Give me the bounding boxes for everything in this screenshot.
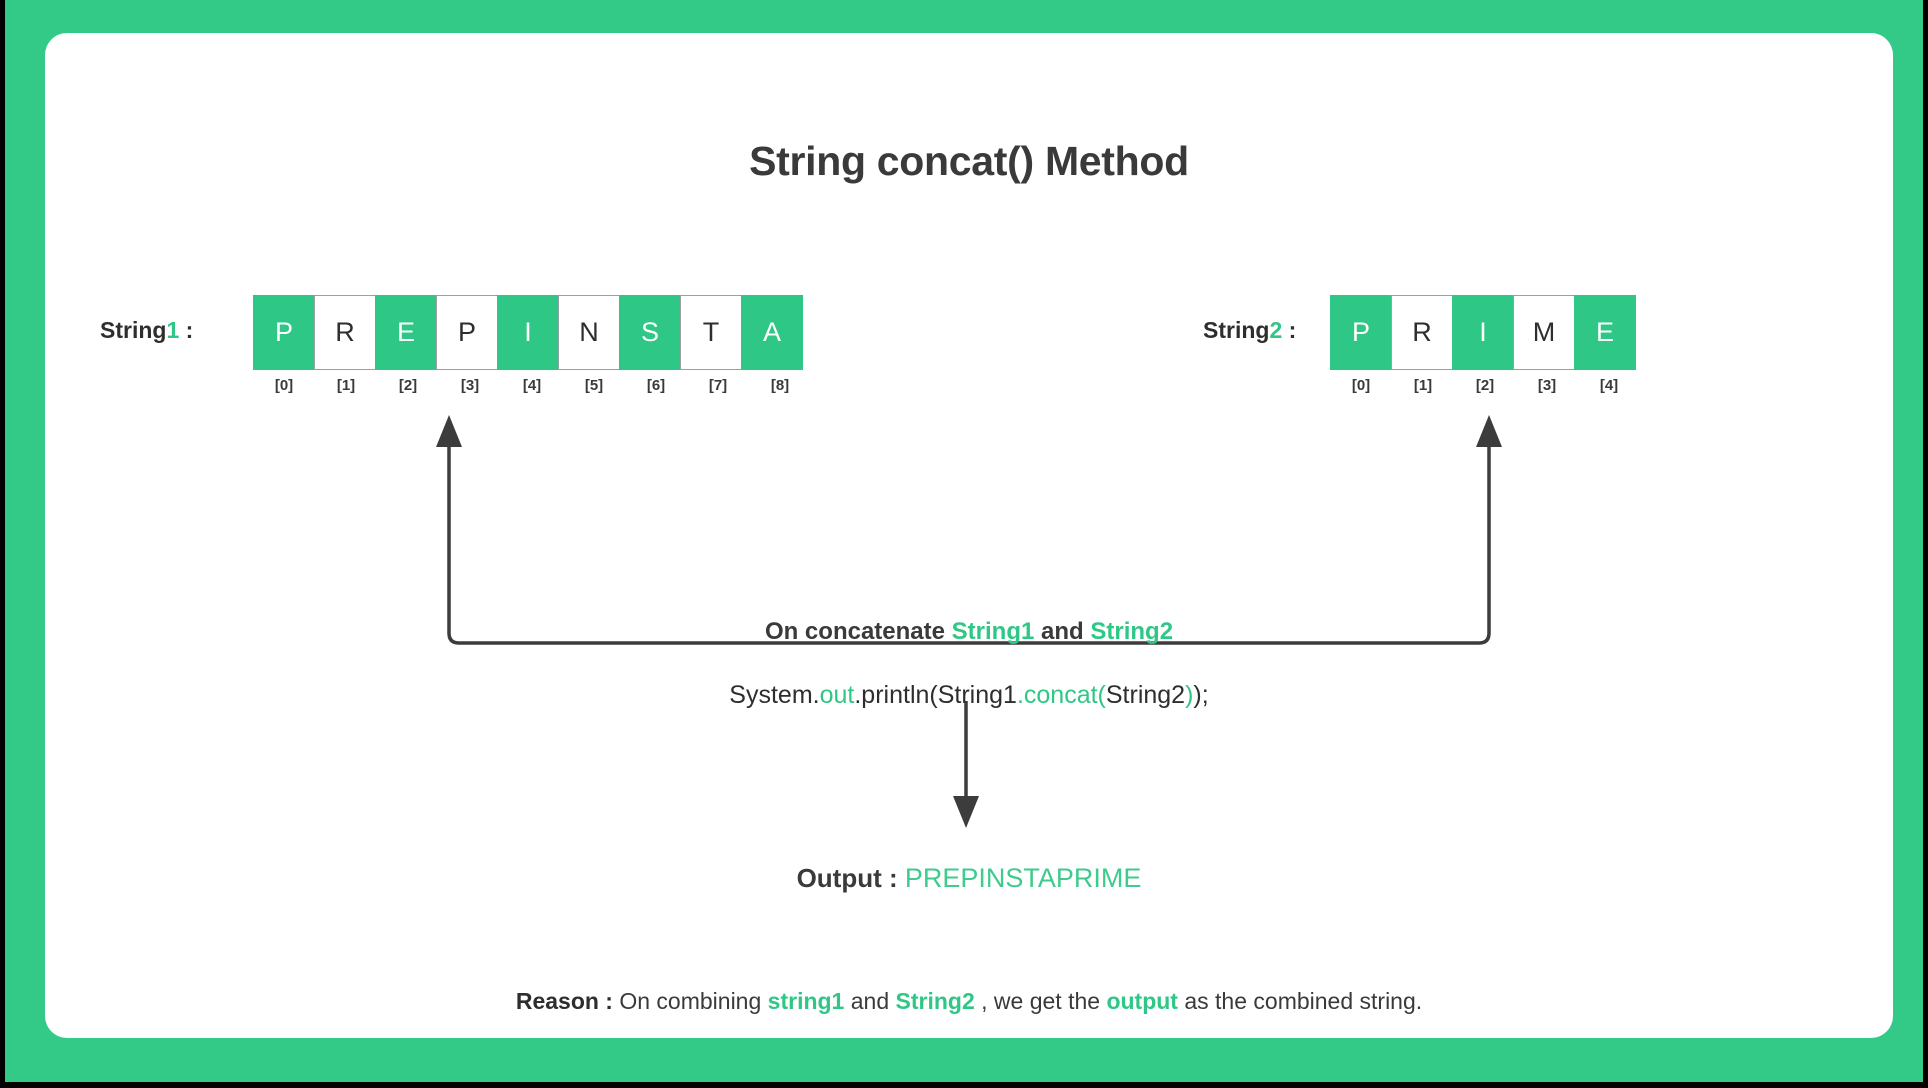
string2-index-3: [3] [1537, 377, 1557, 394]
string2-cell-3: M [1513, 295, 1575, 370]
string1-cell-6: S [619, 295, 681, 370]
string2-index-0: [0] [1351, 377, 1371, 394]
concat-note-text-2: and [1034, 618, 1091, 645]
page-title: String concat() Method [749, 138, 1189, 184]
string1-cell-5: N [558, 295, 620, 370]
concat-note: On concatenate String1 and String2 [45, 618, 1893, 646]
string2-cell-0: P [1330, 295, 1392, 370]
output-row: Output : PREPINSTAPRIME [45, 863, 1893, 894]
string2-cell-2: I [1452, 295, 1514, 370]
reason-text-2: and [844, 988, 896, 1014]
string2-label: String2 : [1203, 317, 1296, 344]
string1-index-4: [4] [522, 377, 542, 394]
string2-label-colon: : [1282, 317, 1297, 343]
code-part-1: System. [729, 681, 820, 709]
reason-text-1: On combining [619, 988, 768, 1014]
string1-index-1: [1] [336, 377, 356, 394]
string1-label-number: 1 [166, 317, 180, 343]
string1-cells: P R E P I N S T A [253, 295, 803, 370]
reason-text-3: , we get the [974, 988, 1107, 1014]
string1-cell-2: E [375, 295, 437, 370]
string2-index-1: [1] [1413, 377, 1433, 394]
string1-cell-0: P [253, 295, 315, 370]
string1-index-0: [0] [274, 377, 294, 394]
concat-note-text-1: On concatenate [764, 618, 952, 645]
string1-cell-1: R [314, 295, 376, 370]
reason-string2: String2 [895, 988, 975, 1014]
string1-label-name: String [100, 317, 167, 343]
code-close-paren: ) [1185, 681, 1194, 709]
string1-index-6: [6] [646, 377, 666, 394]
string1-index-3: [3] [460, 377, 480, 394]
code-statement: System.out.println(String1.concat(String… [45, 681, 1893, 710]
string2-label-name: String [1203, 317, 1270, 343]
string1-index-2: [2] [398, 377, 418, 394]
string1-label: String1 : [100, 317, 193, 344]
concat-bus-path [447, 431, 1491, 645]
string1-cell-3: P [436, 295, 498, 370]
concat-note-string2: String2 [1090, 618, 1174, 645]
content-card: String concat() Method String1 : P R E P… [45, 33, 1893, 1038]
output-value: PREPINSTAPRIME [904, 863, 1142, 893]
string1-label-colon: : [179, 317, 194, 343]
string2-index-2: [2] [1475, 377, 1495, 394]
string1-cell-7: T [680, 295, 742, 370]
code-out-keyword: out [819, 681, 855, 709]
reason-string1: string1 [767, 988, 845, 1014]
output-label: Output : [796, 863, 905, 893]
string1-index-7: [7] [708, 377, 728, 394]
left-arrowhead-icon [436, 415, 462, 447]
string2-index-4: [4] [1599, 377, 1619, 394]
reason-text-4: as the combined string. [1177, 988, 1423, 1014]
string1-index-8: [8] [770, 377, 790, 394]
green-border-frame: String concat() Method String1 : P R E P… [5, 0, 1923, 1082]
string2-indices: [0] [1] [2] [3] [4] [1330, 377, 1640, 394]
string1-cell-4: I [497, 295, 559, 370]
code-concat-keyword: .concat( [1016, 681, 1106, 709]
string1-cell-8: A [741, 295, 803, 370]
string1-indices: [0] [1] [2] [3] [4] [5] [6] [7] [8] [253, 377, 811, 394]
right-arrowhead-icon [1476, 415, 1502, 447]
output-arrowhead-icon [953, 796, 979, 828]
concat-note-string1: String1 [951, 618, 1035, 645]
reason-label: Reason : [515, 988, 620, 1014]
string1-index-5: [5] [584, 377, 604, 394]
string2-cell-4: E [1574, 295, 1636, 370]
code-part-4: ); [1193, 681, 1209, 709]
reason-row: Reason : On combining string1 and String… [45, 988, 1893, 1015]
code-part-2: .println(String1 [854, 681, 1017, 709]
reason-output: output [1106, 988, 1178, 1014]
string2-cells: P R I M E [1330, 295, 1636, 370]
code-part-3: String2 [1105, 681, 1186, 709]
string2-label-number: 2 [1269, 317, 1283, 343]
string2-cell-1: R [1391, 295, 1453, 370]
